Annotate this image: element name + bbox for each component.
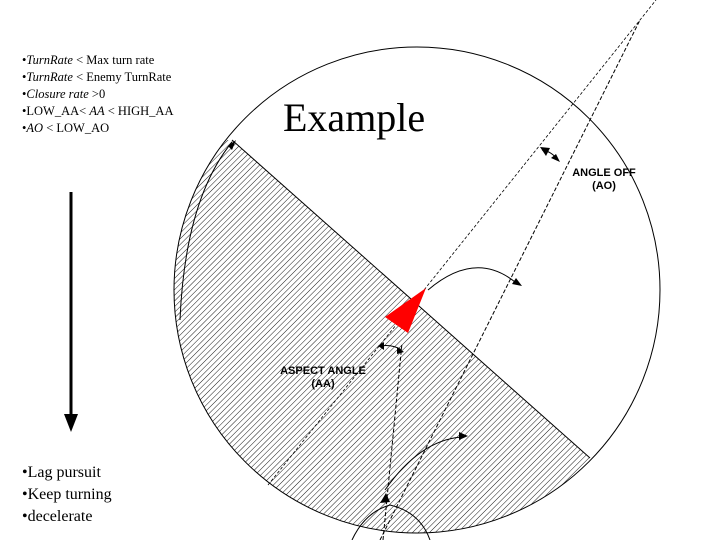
- condition-item: •TurnRate < Enemy TurnRate: [22, 69, 173, 86]
- hatched-sector: [174, 140, 590, 533]
- angle-off-label: ANGLE OFF (AO): [566, 167, 642, 193]
- aspect-angle-label: ASPECT ANGLE (AA): [270, 365, 376, 391]
- line-of-sight-dashed: [267, 0, 657, 486]
- flight-path-curve: [351, 504, 431, 540]
- bullet: •: [22, 53, 27, 67]
- bullet: •: [22, 121, 27, 135]
- condition-item: •LOW_AA< AA < HIGH_AA: [22, 103, 173, 120]
- arrowhead-icon: [540, 147, 550, 156]
- arrowhead-icon: [459, 432, 468, 440]
- condition-item: •TurnRate < Max turn rate: [22, 52, 173, 69]
- arrowhead-icon: [228, 140, 236, 150]
- condition-text: >0: [88, 87, 106, 101]
- action-item: •Keep turning: [22, 486, 112, 503]
- condition-term: AO: [26, 121, 44, 135]
- condition-text: < Enemy TurnRate: [72, 70, 172, 84]
- condition-term: LOW_AA<: [26, 104, 90, 118]
- condition-term: TurnRate: [26, 70, 73, 84]
- range-circle: [173, 46, 661, 534]
- arrowhead-icon: [378, 342, 384, 350]
- condition-item: •Closure rate >0: [22, 86, 173, 103]
- action-item: •decelerate: [22, 508, 93, 525]
- bullet: •: [22, 104, 27, 118]
- condition-term: Closure rate: [26, 87, 89, 101]
- arrowhead-icon: [551, 154, 560, 162]
- label-line: (AO): [592, 180, 616, 192]
- conditions-list: •TurnRate < Max turn rate •TurnRate < En…: [22, 52, 173, 137]
- actions-list: •Lag pursuit •Keep turning •decelerate: [22, 462, 112, 528]
- condition-item: •AO < LOW_AO: [22, 120, 173, 137]
- label-line: (AA): [311, 378, 335, 390]
- turn-arc-upper: [427, 267, 516, 291]
- label-line: ASPECT ANGLE: [280, 365, 366, 377]
- target-heading-dashed: [382, 342, 403, 540]
- arrowhead-icon: [397, 347, 404, 354]
- heading-line-dashed: [379, 19, 641, 540]
- action-item: •Lag pursuit: [22, 464, 101, 481]
- left-path-arc: [179, 141, 233, 321]
- arrowhead-icon: [380, 493, 390, 503]
- condition-term-italic: AA: [89, 104, 105, 118]
- bullet: •: [22, 70, 27, 84]
- label-line: ANGLE OFF: [572, 167, 636, 179]
- down-arrow-icon: [64, 414, 78, 432]
- bullet: •: [22, 87, 27, 101]
- turn-arc-lower: [384, 436, 463, 491]
- condition-text: < HIGH_AA: [104, 104, 174, 118]
- diagram-title: Example: [283, 95, 426, 140]
- aircraft-marker: [385, 288, 426, 333]
- condition-term: TurnRate: [26, 53, 73, 67]
- arrowhead-icon: [512, 278, 522, 286]
- condition-text: < LOW_AO: [43, 121, 110, 135]
- condition-text: < Max turn rate: [72, 53, 155, 67]
